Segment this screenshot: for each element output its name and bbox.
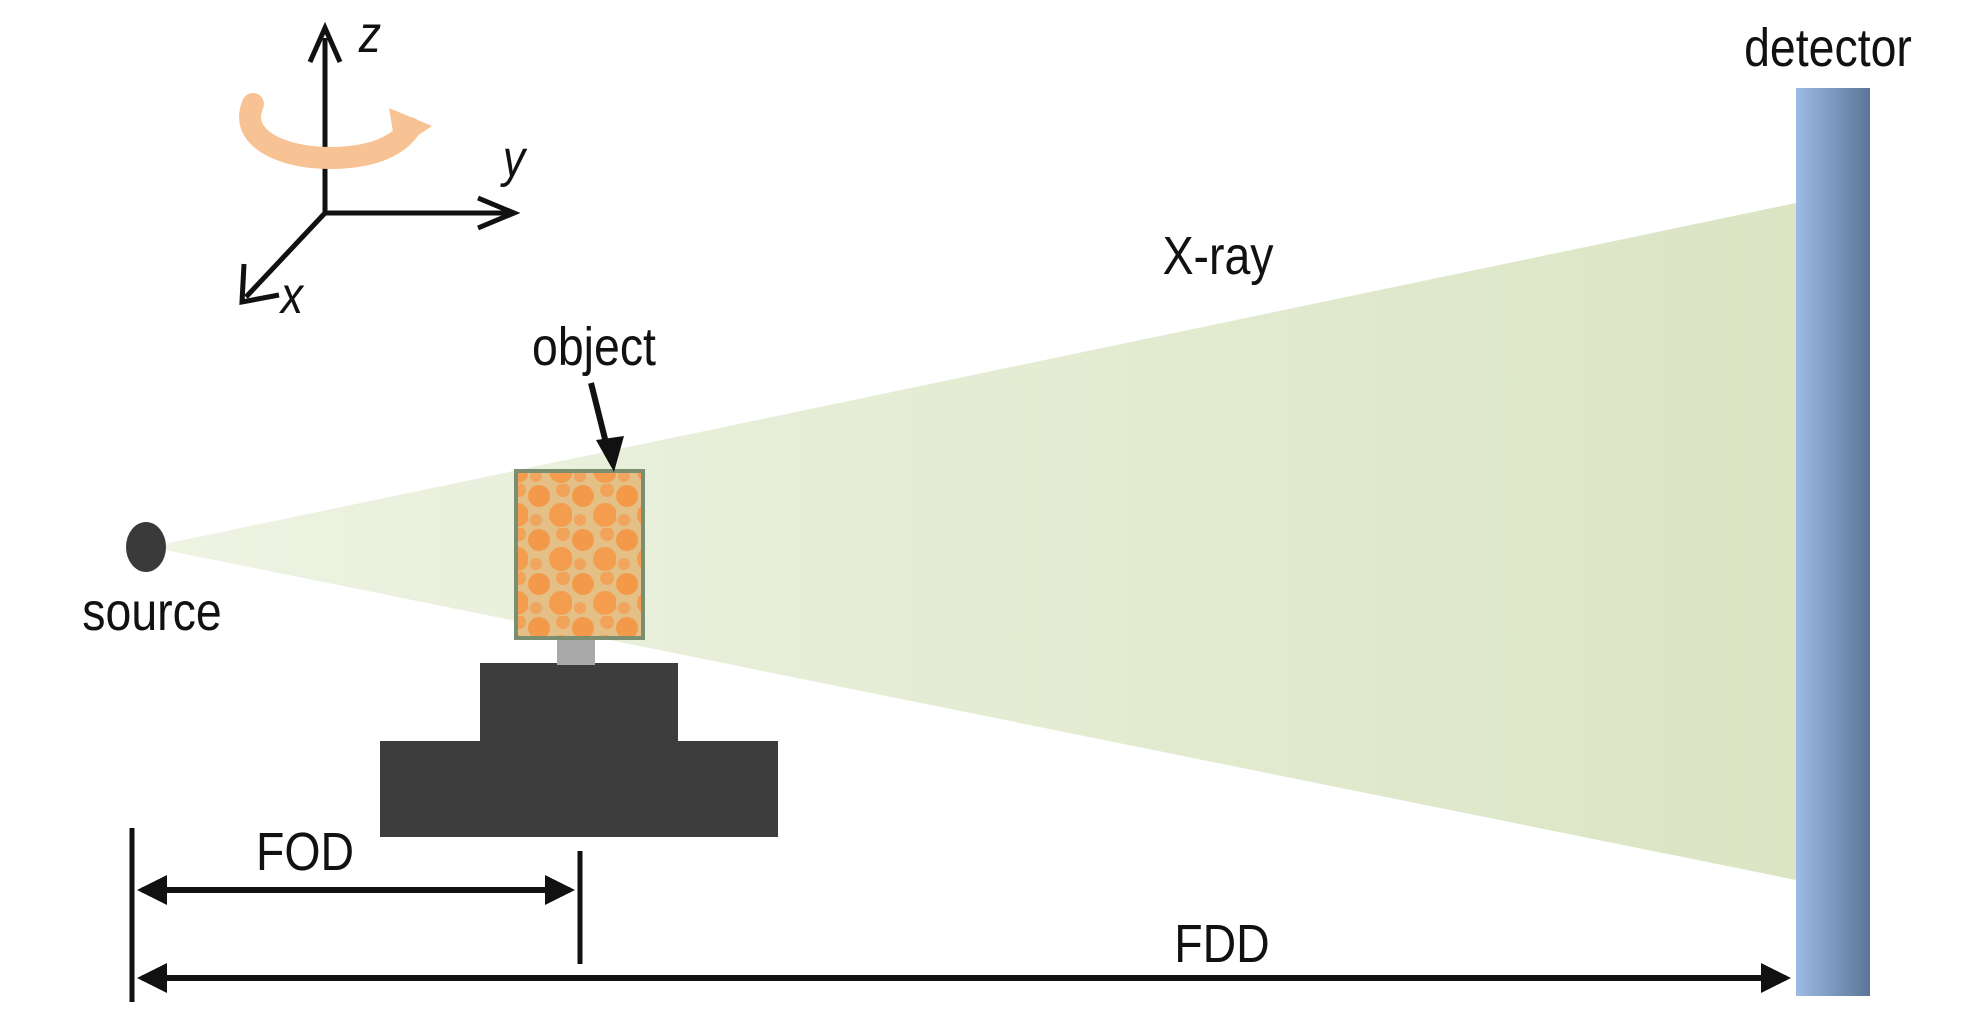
detector-label: detector xyxy=(1744,17,1912,78)
y-axis-label: y xyxy=(500,130,528,188)
rotation-arrow-icon xyxy=(239,93,432,170)
x-axis-label: x xyxy=(279,267,305,325)
coordinate-axes-icon xyxy=(239,21,521,306)
fdd-label: FDD xyxy=(1174,913,1269,974)
xray-source xyxy=(126,522,166,572)
xray-beam xyxy=(150,203,1796,880)
fod-label: FOD xyxy=(256,821,354,882)
xray-label: X-ray xyxy=(1163,225,1275,286)
fod-dimension xyxy=(129,828,583,1002)
sample-object xyxy=(514,469,645,640)
object-label: object xyxy=(532,316,656,377)
object-pointer-arrow xyxy=(588,382,624,472)
z-axis-label: z xyxy=(358,6,381,64)
detector-panel xyxy=(1796,88,1870,996)
rotation-stage xyxy=(380,637,778,837)
source-label: source xyxy=(82,581,221,642)
